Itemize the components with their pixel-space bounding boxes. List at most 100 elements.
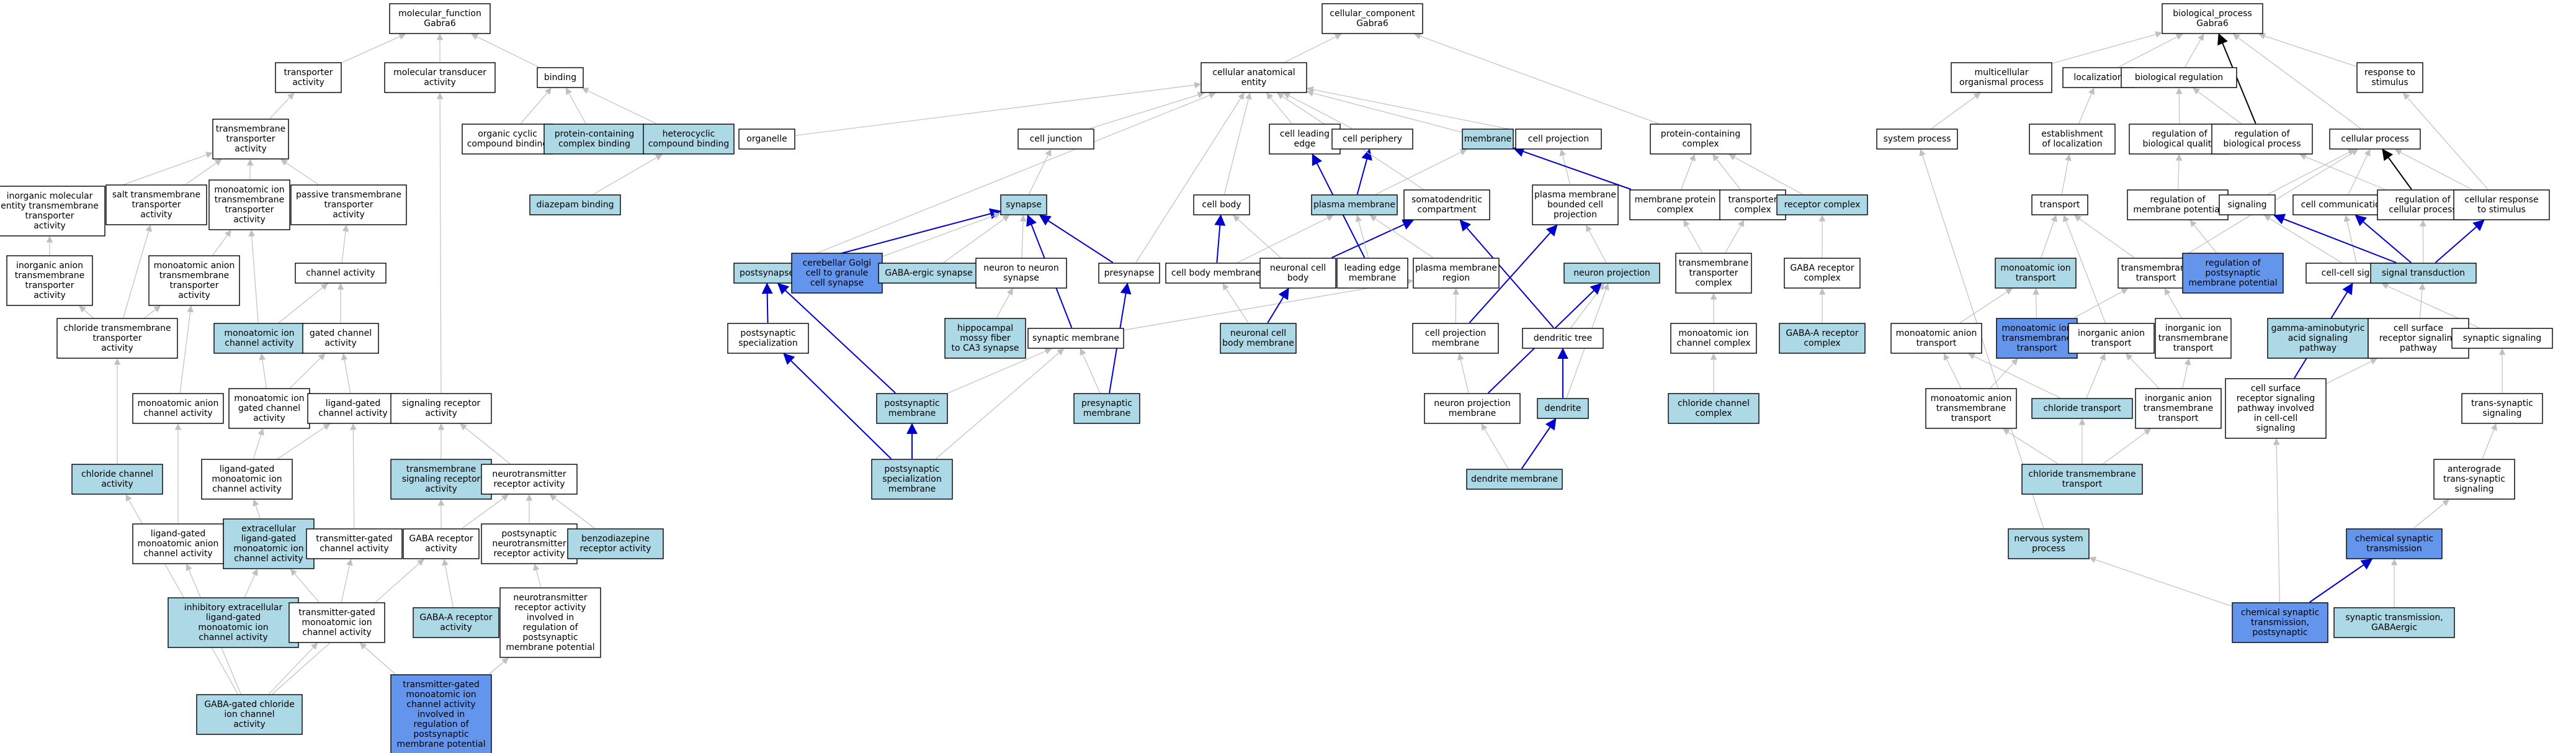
go-term-node[interactable]: cell communication (2292, 194, 2394, 215)
go-term-node[interactable]: GABA-ergic synapse (878, 263, 980, 284)
go-term-node[interactable]: dendrite membrane (1466, 469, 1563, 490)
go-term-node[interactable]: channel activity (295, 263, 387, 284)
go-term-node[interactable]: chemical synaptictransmission,postsynapt… (2232, 602, 2328, 643)
go-term-node[interactable]: biological regulation (2121, 67, 2237, 88)
go-term-node[interactable]: synapse (1000, 194, 1047, 215)
go-term-node[interactable]: signal transduction (2370, 263, 2477, 284)
go-term-node[interactable]: cell junction (1017, 129, 1094, 150)
go-term-node[interactable]: synaptic signaling (2451, 328, 2553, 349)
go-term-node[interactable]: cell body membrane (1165, 263, 1267, 284)
go-term-node[interactable]: system process (1876, 129, 1958, 150)
go-term-node[interactable]: neuron projection (1563, 263, 1660, 284)
go-term-node[interactable]: inhibitory extracellularligand-gatedmono… (168, 597, 299, 648)
go-term-node[interactable]: receptor complex (1776, 194, 1868, 215)
go-term-node[interactable]: binding (537, 67, 584, 88)
go-term-node[interactable]: synaptic transmission,GABAergic (2333, 607, 2455, 638)
go-term-node[interactable]: transport (2031, 194, 2088, 215)
go-term-node[interactable]: synaptic membrane (1027, 328, 1124, 349)
go-term-node[interactable]: plasma membrane (1311, 194, 1398, 215)
go-term-node[interactable]: monoatomic iontransmembranetransporterac… (208, 179, 290, 230)
go-term-node[interactable]: chloride transport (2031, 398, 2133, 419)
go-term-node[interactable]: presynapse (1098, 263, 1160, 284)
go-term-node[interactable]: postsynapse (733, 263, 800, 284)
go-term-node[interactable]: monoatomic aniontransmembranetransporter… (148, 255, 240, 306)
go-term-node[interactable]: cellular process (2329, 129, 2421, 150)
go-term-node[interactable]: cell body (1193, 194, 1250, 215)
go-term-node[interactable]: inorganic aniontransmembranetransportera… (6, 255, 93, 306)
go-term-node[interactable]: cell projection (1515, 129, 1602, 150)
go-term-node[interactable]: cell periphery (1331, 129, 1413, 150)
